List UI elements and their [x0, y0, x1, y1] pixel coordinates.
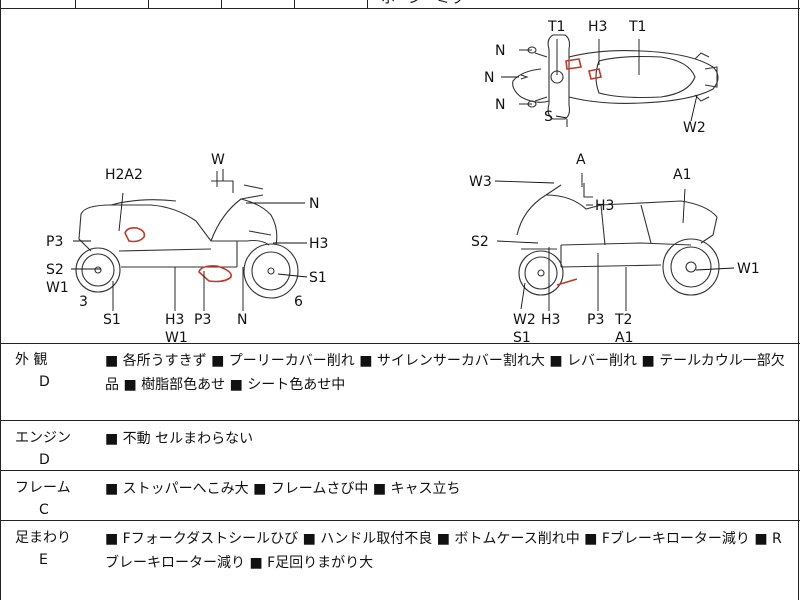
callout-right-a1: A1 — [673, 167, 691, 183]
row-findings: ■ 不動 セルまわらない — [105, 431, 254, 447]
callout-left-3: 3 — [79, 294, 88, 310]
condition-row-exterior: 外 観 D ■ 各所うすきず ■ プーリーカバー削れ ■ サイレンサーカバー割れ… — [1, 343, 800, 421]
row-grade: D — [39, 374, 50, 390]
callout-left-h3b: H3 — [165, 312, 184, 328]
left-view-leaders — [71, 171, 308, 311]
row-category: エンジン — [15, 430, 71, 446]
row-category: 足まわり — [15, 530, 71, 546]
damage-marks-right — [556, 278, 578, 286]
condition-row-suspension: 足まわり E ■ Fフォークダストシールひび ■ ハンドル取付不良 ■ ボトムケ… — [1, 521, 800, 600]
callout-right-w2: W2 — [513, 312, 536, 328]
callout-top-s: S — [544, 109, 553, 125]
row-category: フレーム — [15, 480, 71, 496]
callout-right-s1: S1 — [513, 330, 531, 343]
callout-left-nb: N — [237, 312, 247, 328]
header-cell — [221, 0, 295, 8]
callout-left-w1: W1 — [46, 280, 69, 296]
callout-right-s2: S2 — [471, 234, 489, 250]
callout-right-p3: P3 — [587, 312, 604, 328]
header-fragment: ホーン・ミラー — [381, 0, 478, 8]
row-findings: ■ ストッパーへこみ大 ■ フレームさび中 ■ キャス立ち — [105, 481, 461, 497]
callout-top-n3: N — [495, 97, 505, 113]
header-strip: ホーン・ミラー — [1, 0, 800, 9]
row-grade: D — [39, 452, 50, 468]
callout-left-w1b: W1 — [165, 330, 188, 343]
header-cell — [148, 0, 222, 8]
callout-left-h3: H3 — [309, 236, 328, 252]
top-view-leaders — [501, 39, 698, 122]
callout-right-w1: W1 — [737, 261, 760, 277]
callout-top-w2: W2 — [683, 120, 706, 136]
callout-right-a: A — [576, 152, 586, 168]
row-category: 外 観 — [15, 352, 48, 368]
row-grade: C — [39, 502, 49, 518]
scooter-left-view — [75, 169, 299, 299]
callout-left-p3: P3 — [46, 234, 63, 250]
left-view-labels: W H2A2 N P3 H3 S2 W1 S1 3 6 S1 H3 W1 P3 … — [46, 152, 328, 343]
row-label: 外 観 D — [15, 349, 85, 393]
callout-left-h2a2: H2A2 — [105, 167, 143, 183]
header-cell — [294, 0, 368, 8]
row-findings: ■ Fフォークダストシールひび ■ ハンドル取付不良 ■ ボトムケース削れ中 ■… — [105, 531, 782, 571]
callout-right-t2: T2 — [614, 312, 632, 328]
row-label: 足まわり E — [15, 527, 85, 571]
callout-top-n1: N — [495, 43, 505, 59]
condition-row-frame: フレーム C ■ ストッパーへこみ大 ■ フレームさび中 ■ キャス立ち — [1, 471, 800, 521]
callout-top-h3: H3 — [588, 19, 607, 35]
row-label: エンジン D — [15, 427, 85, 471]
callout-right-h3b: H3 — [541, 312, 560, 328]
callout-top-n2: N — [484, 70, 494, 86]
callout-left-p3b: P3 — [194, 312, 211, 328]
callout-left-n: N — [309, 196, 319, 212]
callout-left-s2: S2 — [46, 262, 64, 278]
scooter-right-view — [516, 183, 720, 296]
callout-top-t1b: T1 — [628, 19, 646, 35]
callout-left-6: 6 — [294, 294, 303, 310]
row-grade: E — [39, 552, 48, 568]
scooter-diagram-svg: N N N S T1 H3 T1 W2 W H2A2 N P3 H3 S2 W1… — [46, 19, 760, 343]
damage-marks-top — [565, 58, 602, 80]
callout-left-w: W — [211, 152, 225, 168]
callout-left-s1: S1 — [103, 312, 121, 328]
header-cell — [75, 0, 149, 8]
row-findings: ■ 各所うすきず ■ プーリーカバー削れ ■ サイレンサーカバー割れ大 ■ レバ… — [105, 353, 785, 393]
condition-row-engine: エンジン D ■ 不動 セルまわらない — [1, 421, 800, 471]
callout-right-h3: H3 — [595, 198, 614, 214]
right-view-leaders — [494, 173, 735, 311]
callout-right-w3: W3 — [469, 174, 492, 190]
top-view-labels: N N N S T1 H3 T1 W2 — [484, 19, 706, 136]
callout-top-t1a: T1 — [547, 19, 565, 35]
right-view-labels: A W3 A1 H3 S2 W1 W2 S1 H3 P3 T2 A1 — [469, 152, 760, 343]
header-cell — [1, 0, 76, 8]
callout-left-s1-right: S1 — [309, 270, 327, 286]
damage-marks-left — [124, 227, 233, 283]
callout-right-a1b: A1 — [615, 330, 633, 343]
row-label: フレーム C — [15, 477, 85, 521]
damage-diagram: N N N S T1 H3 T1 W2 W H2A2 N P3 H3 S2 W1… — [1, 9, 800, 344]
